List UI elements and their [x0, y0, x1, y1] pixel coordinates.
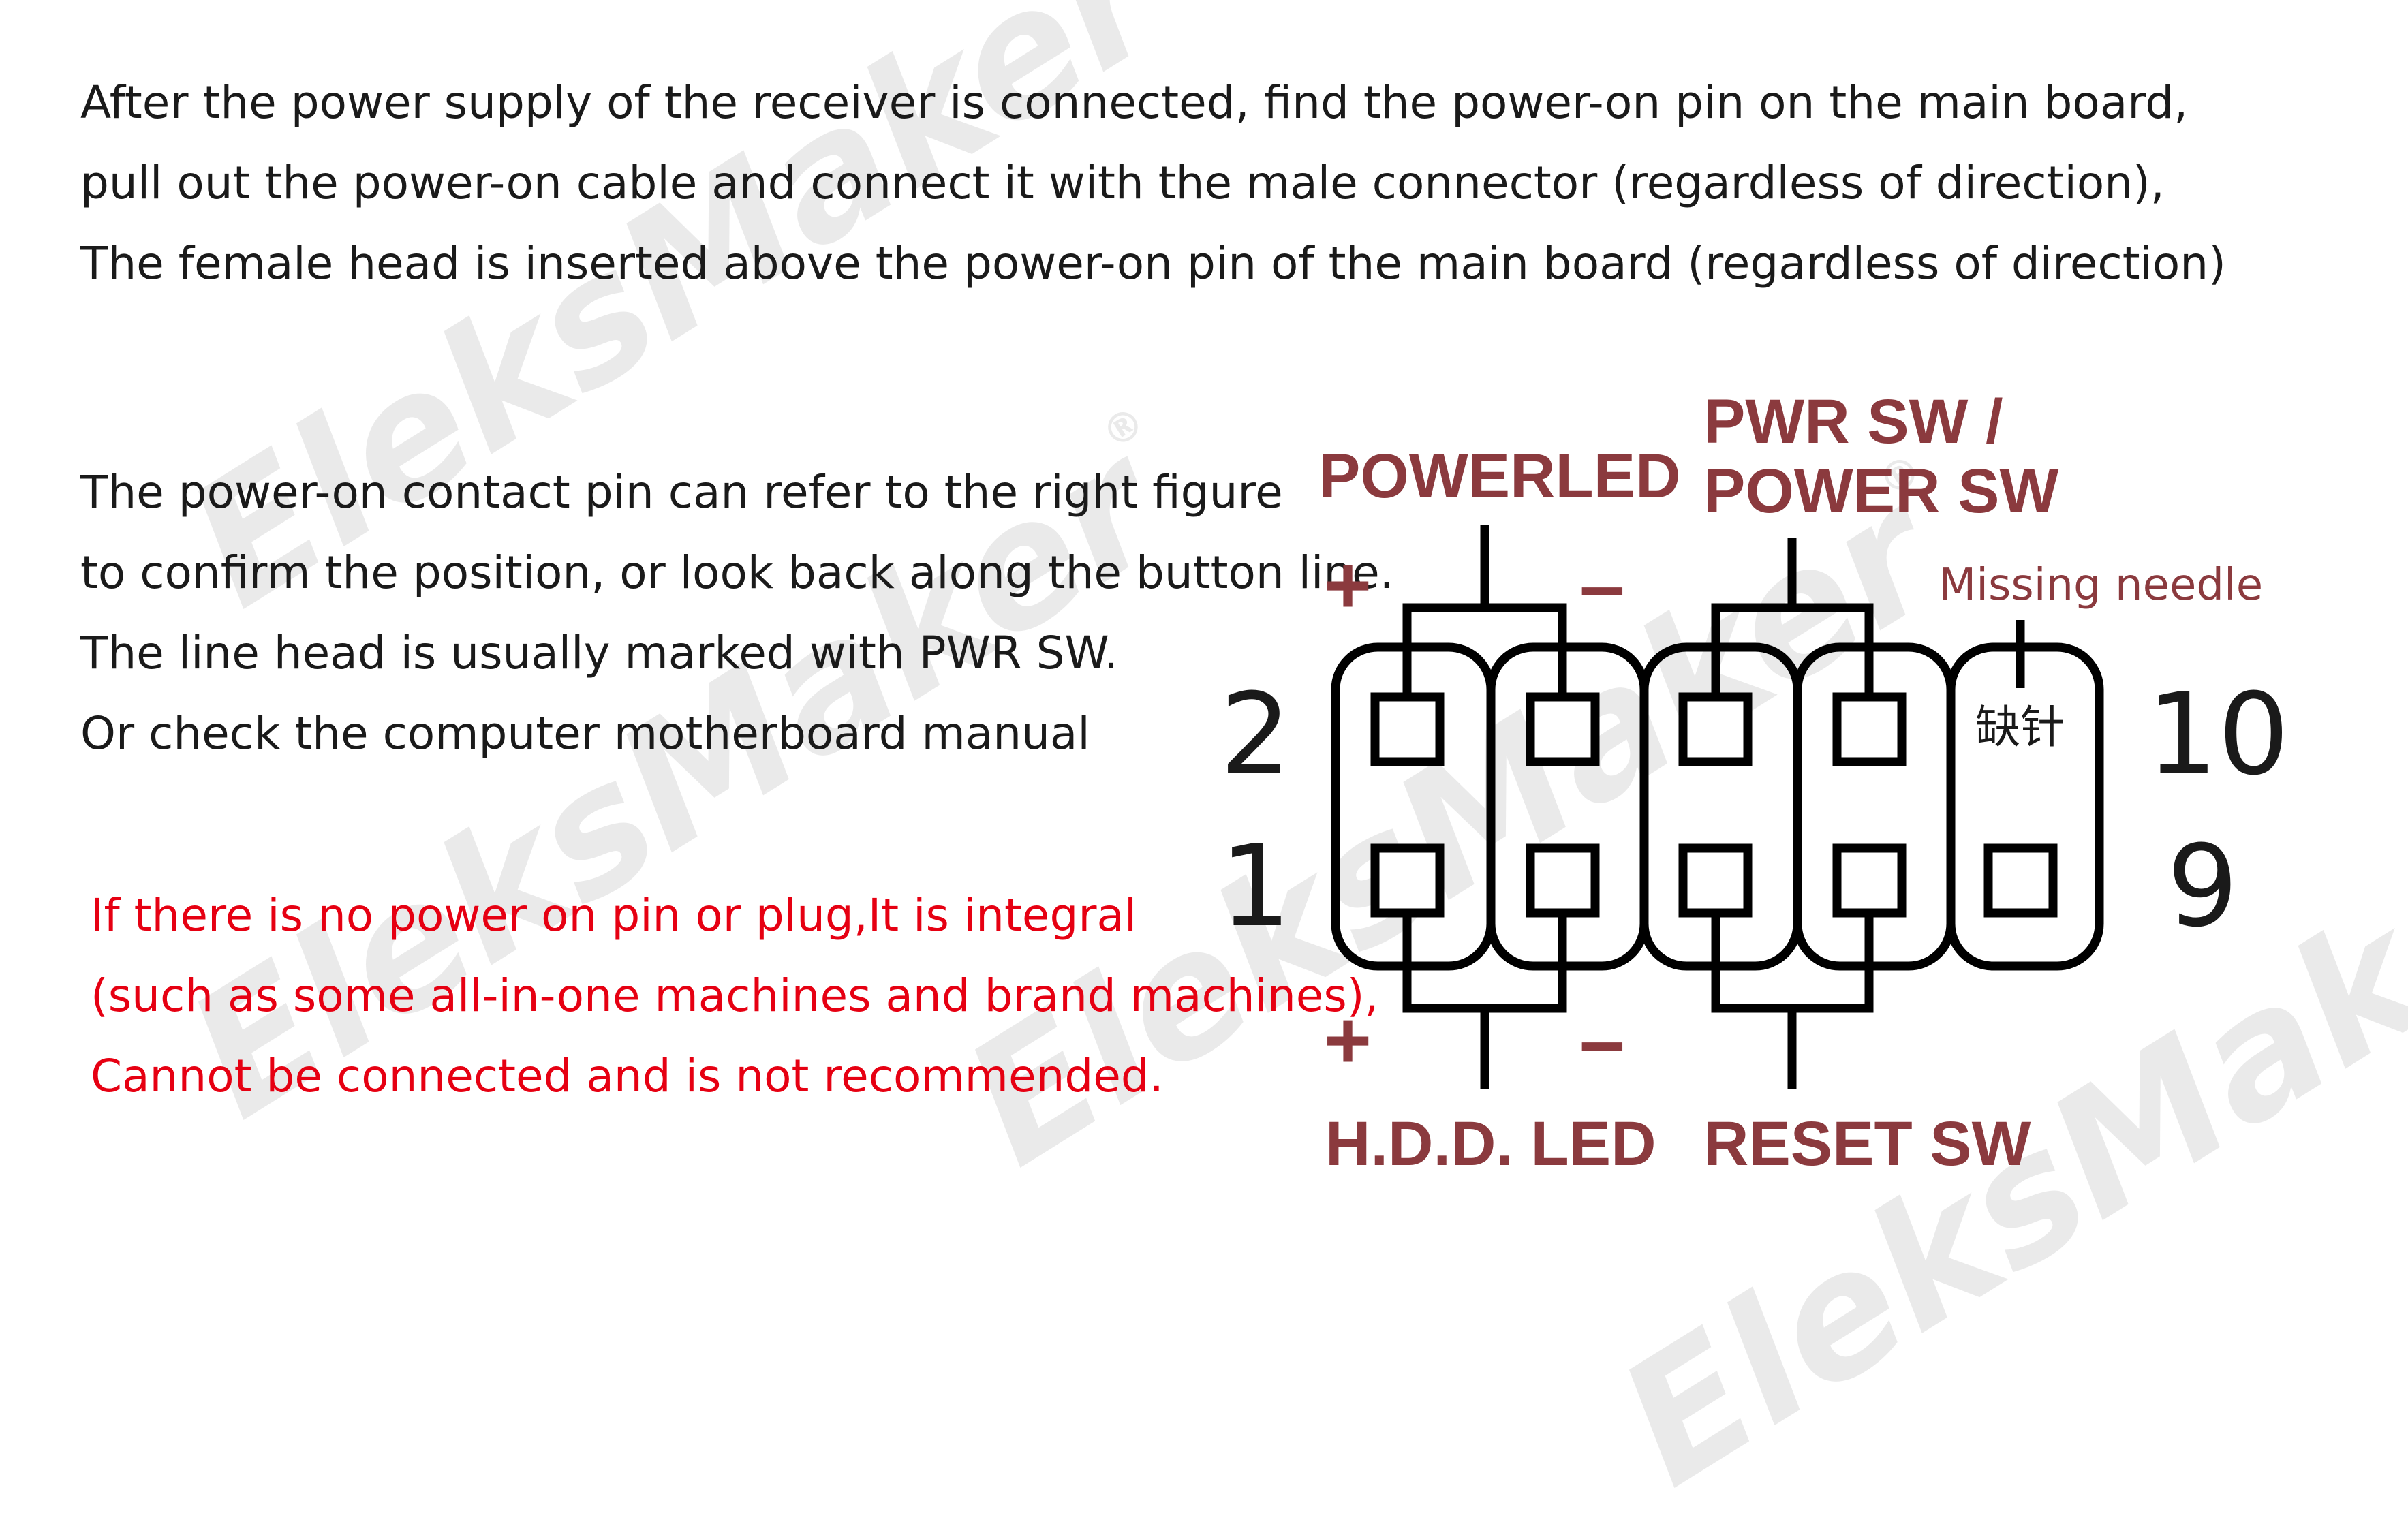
pwr-sw-label-line1: PWR SW / — [1703, 387, 2003, 456]
powerled-label: POWERLED — [1318, 441, 1681, 511]
pin-number-9: 9 — [2167, 821, 2238, 952]
pwr-sw-bracket — [1711, 603, 1874, 697]
pin-column-9-10 — [1946, 642, 2104, 971]
hint-line: The power-on contact pin can refer to th… — [80, 466, 1283, 518]
powerled-minus-sign: – — [1579, 540, 1625, 631]
intro-paragraph: After the power supply of the receiver i… — [80, 63, 2226, 304]
wiring — [1402, 525, 1874, 1089]
hint-line: The line head is usually marked with PWR… — [80, 627, 1119, 679]
intro-line: pull out the power-on cable and connect … — [80, 157, 2165, 209]
hint-line: Or check the computer motherboard manual — [80, 707, 1090, 760]
powerled-bracket — [1402, 603, 1567, 697]
pwr-sw-label-line2: POWER SW — [1703, 456, 2058, 526]
connector-outline — [1331, 642, 2104, 971]
pin-3 — [1526, 843, 1600, 918]
pin-2 — [1370, 692, 1445, 766]
pin-9 — [1983, 843, 2058, 918]
pin-8 — [1832, 692, 1907, 766]
reset-sw-bracket — [1711, 913, 1874, 1013]
hint-line: to confirm the position, or look back al… — [80, 546, 1394, 599]
powerled-plus-sign: + — [1324, 540, 1372, 631]
pin-1 — [1370, 843, 1445, 918]
warning-line: Cannot be connected and is not recommend… — [91, 1050, 1164, 1102]
pin-5 — [1678, 843, 1753, 918]
intro-line: After the power supply of the receiver i… — [80, 76, 2189, 129]
hdd-led-label: H.D.D. LED — [1325, 1109, 1656, 1179]
hint-paragraph: The power-on contact pin can refer to th… — [80, 452, 1394, 774]
warning-line: (such as some all-in-one machines and br… — [91, 969, 1379, 1022]
pin-4 — [1526, 692, 1600, 766]
missing-needle-label: Missing needle — [1939, 560, 2263, 610]
reset-sw-label: RESET SW — [1703, 1109, 2031, 1179]
intro-line: The female head is inserted above the po… — [80, 237, 2226, 290]
pin-number-1: 1 — [1220, 821, 1291, 952]
hdd-led-plus-sign: + — [1324, 995, 1372, 1086]
missing-pin-cn-label: 缺针 — [1975, 701, 2065, 753]
warning-line: If there is no power on pin or plug,It i… — [91, 889, 1137, 942]
pin-7 — [1832, 843, 1907, 918]
warning-paragraph: If there is no power on pin or plug,It i… — [91, 875, 1379, 1117]
pin-number-2: 2 — [1220, 669, 1291, 800]
pin-number-10: 10 — [2146, 669, 2289, 800]
pin-6 — [1678, 692, 1753, 766]
hdd-led-minus-sign: – — [1579, 995, 1625, 1086]
hdd-led-bracket — [1402, 913, 1567, 1013]
